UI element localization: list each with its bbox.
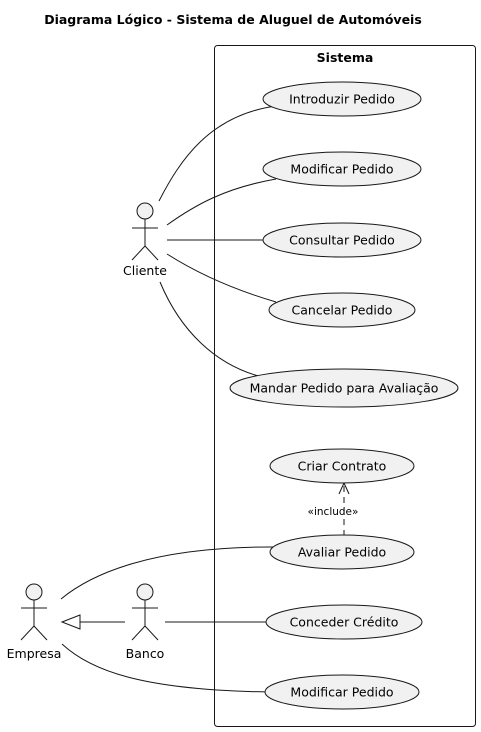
use-case-label: Introduzir Pedido [289,92,395,107]
actor-label-banco: Banco [126,646,165,661]
actor-cliente[interactable] [131,202,159,261]
actor-empresa[interactable] [20,583,48,641]
include-label: «include» [308,506,359,518]
actor-head [136,583,154,601]
use-case-label: Cancelar Pedido [292,303,393,318]
assoc-cliente-cancelar [166,253,277,303]
assoc-cliente-introduzir [158,105,277,202]
use-case-avaliar-pedido[interactable]: Avaliar Pedido [269,534,415,570]
system-boundary [214,45,476,727]
include-avaliar-criar: «include» [308,481,359,536]
actor-banco[interactable] [131,583,159,641]
use-case-modificar-pedido-cliente[interactable]: Modificar Pedido [262,151,422,187]
diagram-title: Diagrama Lógico - Sistema de Aluguel de … [44,12,422,27]
use-case-consultar-pedido[interactable]: Consultar Pedido [262,222,422,258]
use-case-label: Mandar Pedido para Avaliação [250,381,439,396]
use-case-conceder-credito[interactable]: Conceder Crédito [265,604,423,640]
use-case-label: Modificar Pedido [290,162,393,177]
use-case-label: Consultar Pedido [289,233,395,248]
actor-label-cliente: Cliente [123,263,167,278]
assoc-cliente-modificar [166,178,277,226]
use-case-label: Criar Contrato [298,459,387,474]
use-case-cancelar-pedido[interactable]: Cancelar Pedido [268,292,416,328]
assoc-empresa-modificar [61,643,270,693]
actor-head [25,583,43,601]
actor-head [136,202,154,220]
use-case-criar-contrato[interactable]: Criar Contrato [269,448,415,484]
assoc-cliente-mandar [159,281,263,378]
use-case-mandar-pedido-avaliacao[interactable]: Mandar Pedido para Avaliação [229,368,459,408]
actor-label-empresa: Empresa [7,646,62,661]
use-case-label: Modificar Pedido [290,685,393,700]
assoc-empresa-avaliar [60,546,279,600]
system-boundary-label: Sistema [317,50,374,65]
use-case-introduzir-pedido[interactable]: Introduzir Pedido [262,81,422,117]
use-case-label: Avaliar Pedido [298,545,386,560]
use-case-label: Conceder Crédito [290,615,399,630]
associations [60,105,279,693]
generalization-banco-empresa [60,614,125,630]
use-case-modificar-pedido-empresa[interactable]: Modificar Pedido [264,674,420,710]
